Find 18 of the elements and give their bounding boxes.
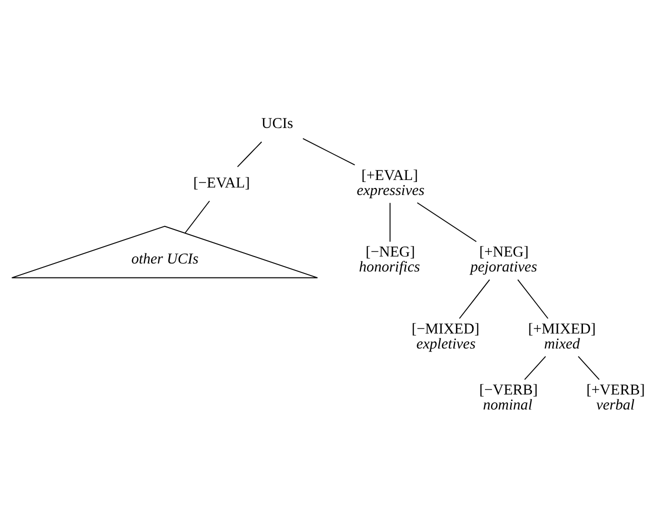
connector [302,138,356,166]
connector [184,200,210,234]
node-text: [−NEG] honorifics [359,244,420,276]
node-text: [−EVAL] [193,175,250,192]
connector [458,279,490,319]
node-text: [−MIXED] expletives [412,321,480,352]
connector [416,202,477,242]
node-text: UCIs [261,116,294,132]
connector [524,356,546,380]
connector [578,356,600,380]
connector [390,202,391,242]
node-text: [+EVAL] expressives [356,168,425,199]
connector [517,279,548,319]
node-text: [+VERB] verbal [586,382,645,414]
node-text: [+NEG] pejoratives [470,244,538,276]
node-text: [−VERB] nominal [479,382,538,414]
connector [237,141,262,168]
node-text: [+MIXED] mixed [528,321,596,352]
